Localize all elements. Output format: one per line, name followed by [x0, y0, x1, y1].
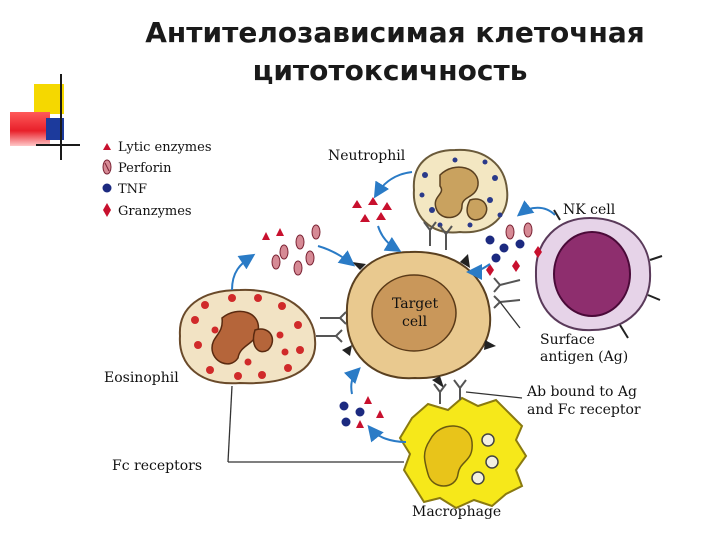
nk-cell-label: NK cell — [563, 202, 616, 218]
arrows — [231, 171, 556, 443]
target-cell — [342, 250, 496, 388]
legend-circle-icon — [102, 183, 112, 193]
decor-yellow-square — [34, 84, 64, 114]
legend: Lytic enzymes Perforin TNF Granzymes — [102, 140, 212, 219]
slide-title: Антителозависимая клеточная цитотоксично… — [0, 14, 720, 90]
eosinophil-cell — [178, 288, 317, 385]
legend-diamond-icon — [103, 203, 111, 217]
legend-label-lytic: Lytic enzymes — [118, 140, 212, 155]
macrophage-cell — [398, 396, 528, 510]
arrow-nk-target — [466, 263, 491, 280]
antibody-eosinophil — [316, 311, 347, 343]
antibody-nk — [493, 277, 521, 309]
title-line-2: цитотоксичность — [252, 54, 528, 87]
legend-perforin-icon — [102, 159, 112, 175]
decor-horizontal-line — [36, 144, 80, 146]
target-cell-label-line2: cell — [402, 314, 428, 330]
target-cell-label-line1: Target — [392, 296, 439, 312]
neutrophil-label: Neutrophil — [328, 148, 406, 164]
surface-antigen-label-line2: antigen (Ag) — [540, 349, 628, 365]
ab-bound-label-line2: and Fc receptor — [527, 402, 641, 418]
arrow-eosinophil-target — [317, 245, 356, 267]
arrow-macrophage-target — [343, 367, 361, 395]
arrow-neutrophil-target — [377, 225, 402, 253]
nk-cell — [534, 209, 663, 339]
title-line-1: Антителозависимая клеточная — [145, 16, 645, 49]
arrow-neutrophil-release — [373, 171, 413, 199]
macrophage-label: Macrophage — [412, 504, 501, 520]
legend-label-perforin: Perforin — [118, 161, 172, 176]
pointer-lines — [227, 301, 523, 463]
fc-receptors-label: Fc receptors — [112, 458, 202, 474]
granzymes-nk — [485, 222, 542, 276]
antibody-macrophage — [433, 379, 467, 404]
lytic-enzymes-neutrophil — [352, 197, 392, 222]
perforin-eosinophil — [262, 224, 321, 276]
decor-blue-square — [46, 118, 64, 140]
surface-antigen-label-line1: Surface — [540, 332, 595, 348]
mediators-macrophage — [339, 396, 384, 428]
eosinophil-label: Eosinophil — [104, 370, 179, 386]
decor-vertical-line — [60, 74, 62, 160]
legend-triangle-icon — [103, 143, 111, 150]
antibody-neutrophil — [423, 221, 453, 250]
arrow-nk-release — [516, 200, 556, 217]
neutrophil-cell — [412, 148, 509, 234]
legend-label-tnf: TNF — [118, 182, 147, 197]
arrow-eosinophil-release — [231, 253, 256, 291]
ab-bound-label-line1: Ab bound to Ag — [526, 384, 637, 400]
arrow-macrophage-release — [367, 424, 407, 443]
legend-label-granzymes: Granzymes — [118, 204, 192, 219]
decor-red-square — [10, 112, 50, 146]
